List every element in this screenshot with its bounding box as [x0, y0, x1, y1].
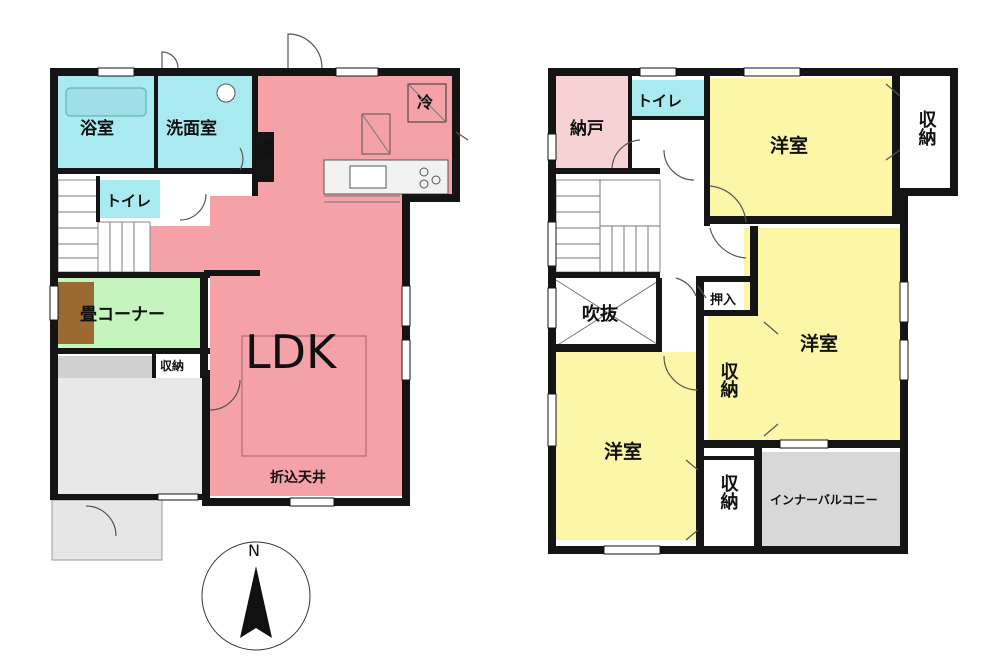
stairs-1f	[57, 179, 151, 273]
label-ceiling: 折込天井	[270, 469, 326, 486]
label-storage-ne: 収納	[916, 110, 937, 146]
range-hood	[361, 113, 391, 155]
label-fridge: 冷	[417, 93, 433, 112]
balcony-room	[760, 452, 900, 546]
label-washroom: 洗面室	[166, 118, 217, 139]
label-western-e: 洋室	[800, 332, 838, 355]
compass-north-label: N	[248, 541, 260, 560]
kitchen-counter	[323, 159, 449, 203]
label-balcony: インナーバルコニー	[770, 493, 878, 507]
doors-2f	[611, 83, 901, 541]
windows-2f	[547, 67, 909, 555]
bathtub	[65, 87, 147, 117]
compass: N	[201, 541, 311, 651]
western-e	[744, 228, 900, 440]
tatami-floor	[58, 282, 94, 344]
floor-1: 浴室 洗面室 収納 トイレ 畳コーナー 収納 LDK 折込天井 冷	[49, 33, 469, 561]
label-toilet-2f: トイレ	[637, 92, 682, 110]
label-void: 吹抜	[582, 303, 619, 325]
doors-1f	[85, 33, 469, 537]
void-cross-b	[555, 279, 661, 347]
entrance-hall	[58, 378, 208, 494]
label-storage-mid: 収納	[718, 362, 739, 398]
compass-needle-icon	[240, 566, 272, 638]
label-storage-small: 収納	[261, 139, 272, 159]
label-western-sw: 洋室	[604, 440, 642, 463]
washroom	[158, 76, 258, 168]
label-ldk: LDK	[245, 325, 338, 379]
storage-ne	[900, 78, 950, 188]
toilet-2f	[630, 80, 710, 116]
toilet-room	[100, 180, 160, 218]
label-western-ne: 洋室	[770, 134, 808, 157]
closet-room	[556, 76, 628, 168]
western-sw	[556, 352, 698, 540]
entrance-porch	[51, 499, 163, 561]
label-toilet-1f: トイレ	[106, 192, 151, 210]
western-e-ext	[708, 316, 748, 440]
label-closet: 納戸	[570, 118, 604, 139]
label-bath: 浴室	[80, 118, 114, 139]
floor-2: 納戸 トイレ 洋室 収納 吹抜 押入 洋室 収納 洋室 収納 インナーバルコニー	[547, 67, 958, 555]
storage-1f	[156, 352, 202, 378]
western-ne	[710, 78, 900, 218]
windows-1f	[49, 67, 411, 507]
hall-pink	[150, 226, 212, 272]
label-tatami: 畳コーナー	[80, 305, 165, 325]
label-oshiire: 押入	[710, 292, 736, 308]
label-storage-s: 収納	[718, 474, 739, 510]
label-storage-1f: 収納	[160, 358, 184, 373]
stairs-2f	[555, 179, 661, 273]
sink-icon	[216, 83, 236, 103]
genkan-step	[58, 356, 154, 378]
ceiling-outline	[241, 335, 367, 457]
